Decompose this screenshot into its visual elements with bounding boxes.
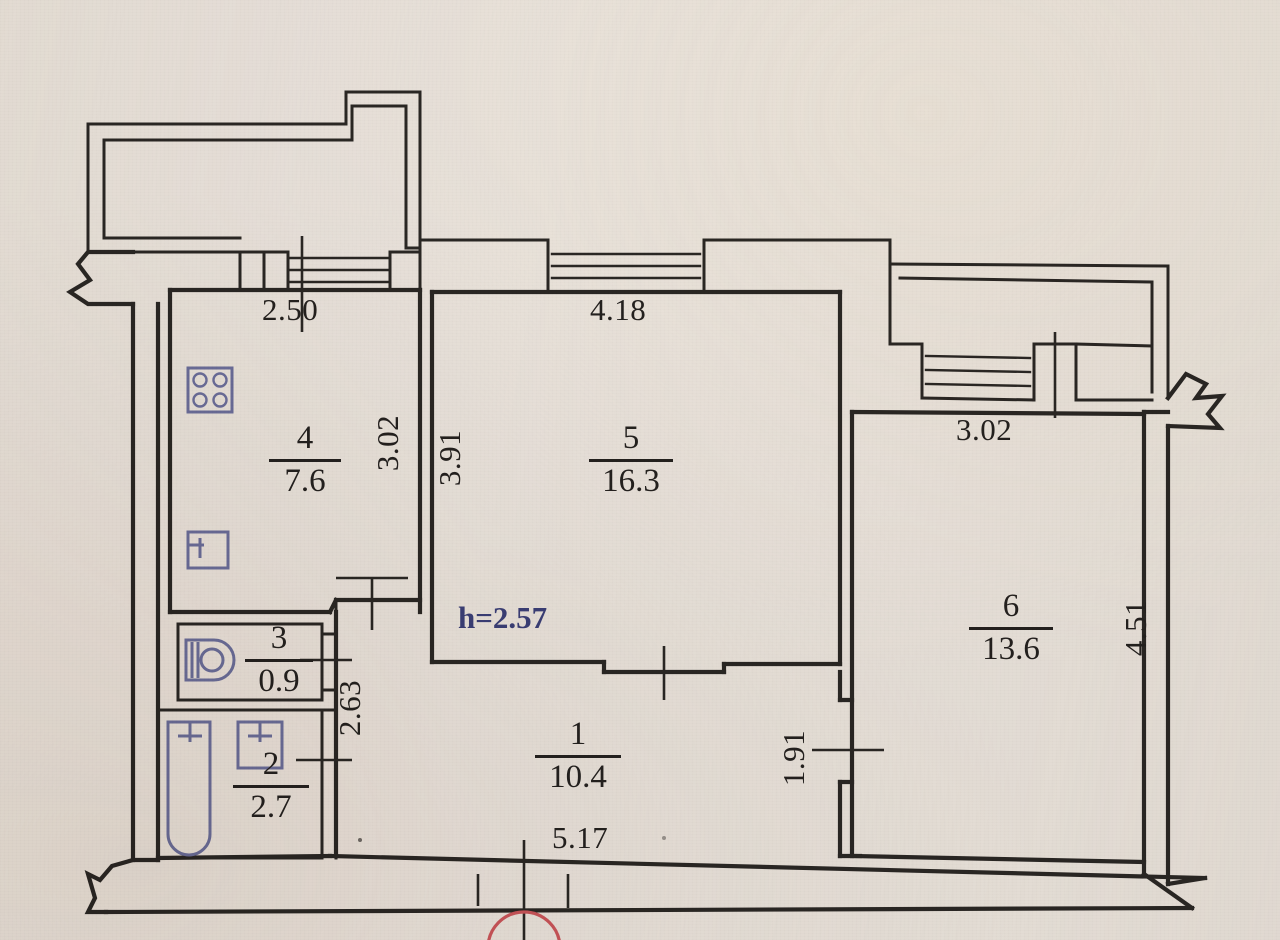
room-area-4: 7.6: [284, 463, 326, 499]
room-divider-1: [535, 755, 621, 758]
room-number-5: 5: [622, 420, 640, 456]
room-area-1: 10.4: [549, 759, 607, 795]
room-label-6: 6 13.6: [968, 590, 1054, 666]
room-5-walls: [429, 289, 843, 675]
room-divider-2: [233, 785, 309, 788]
room-number-2: 2: [262, 746, 280, 782]
room-label-1: 1 10.4: [534, 718, 622, 794]
room-area-3: 0.9: [258, 663, 300, 699]
room-number-6: 6: [1002, 588, 1020, 624]
room-divider-6: [969, 627, 1053, 630]
washbasin-icon: [236, 720, 284, 770]
room-divider-4: [269, 459, 341, 462]
exterior-wall-bottom: [103, 853, 1208, 915]
ink-speck: [358, 838, 362, 842]
room-label-4: 4 7.6: [268, 422, 342, 498]
dimension-corridor-width: 5.17: [552, 820, 609, 855]
ink-speck: [662, 836, 666, 840]
entrance-door-arc: [487, 910, 561, 940]
room-area-2: 2.7: [250, 789, 292, 825]
dimension-kitchen-depth: 3.02: [370, 414, 406, 472]
room-area-6: 13.6: [982, 631, 1040, 667]
dimension-bedroom-depth: 4.51: [1118, 599, 1154, 657]
room-6-walls: [849, 409, 1147, 865]
dimension-kitchen-width: 2.50: [262, 292, 319, 327]
balcony-top-right: [888, 262, 1170, 402]
dimension-bedroom-width: 3.02: [956, 412, 1013, 447]
toilet-icon: [184, 638, 236, 682]
room-divider-5: [589, 459, 673, 462]
room-area-5: 16.3: [602, 463, 660, 499]
exterior-wall-right: [1141, 371, 1227, 911]
room-number-1: 1: [569, 716, 587, 752]
dimension-living-width: 4.18: [590, 292, 647, 327]
room-label-3: 3 0.9: [244, 622, 314, 698]
room-divider-3: [245, 659, 313, 662]
dimension-hall-depth: 2.63: [332, 679, 368, 737]
stove-4-burner-icon: [186, 366, 234, 414]
dimension-door-opening: 1.91: [776, 729, 812, 787]
kitchen-sink-icon: [186, 530, 230, 570]
room-label-5: 5 16.3: [588, 422, 674, 498]
wall-break-left-top: [66, 249, 136, 307]
room-label-2: 2 2.7: [232, 748, 310, 824]
bathtub-icon: [166, 720, 212, 857]
interior-wall-top: [238, 238, 892, 294]
exterior-wall-left: [130, 301, 161, 863]
wall-break-left-bottom: [84, 857, 161, 915]
dimension-ticks: [296, 236, 1057, 940]
room-4-walls: [167, 287, 423, 615]
ceiling-height-label: h=2.57: [458, 600, 548, 635]
dimension-living-depth: 3.91: [432, 429, 468, 487]
room-number-4: 4: [296, 420, 314, 456]
room-number-3: 3: [270, 620, 288, 656]
balcony-top-left: [86, 90, 422, 256]
